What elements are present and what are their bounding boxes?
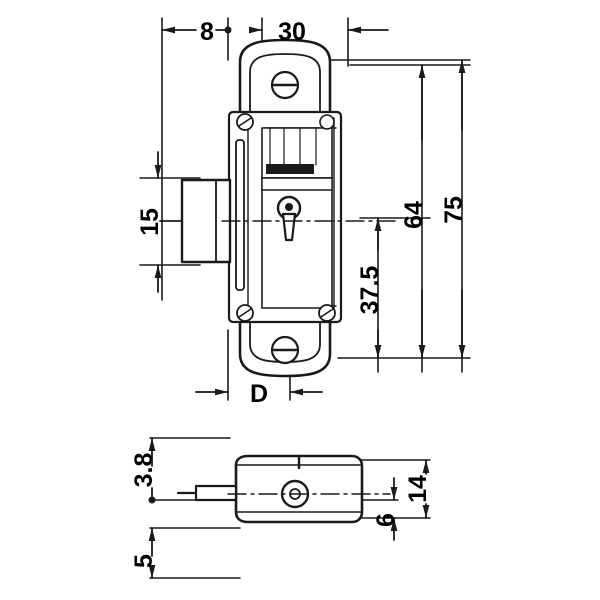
dim-label-8: 8: [200, 18, 214, 46]
front-view-mechanism: [261, 127, 333, 309]
dimension-arrows: [148, 26, 466, 579]
dim-label-37-5: 37.5: [356, 266, 384, 315]
front-view-fixing-screws: [236, 70, 336, 365]
side-view-body: [176, 454, 391, 524]
dim-label-64: 64: [400, 201, 428, 229]
dim-label-3-8: 3.8: [130, 453, 158, 488]
dim-label-6: 6: [372, 513, 400, 527]
dim-label-14: 14: [404, 475, 432, 503]
front-view-bolt: [159, 178, 232, 264]
dim-label-75: 75: [440, 196, 468, 224]
dim-label-5: 5: [130, 554, 158, 568]
dim-label-15: 15: [136, 208, 164, 236]
dim-label-30: 30: [278, 18, 306, 46]
dim-label-d: D: [250, 380, 268, 408]
